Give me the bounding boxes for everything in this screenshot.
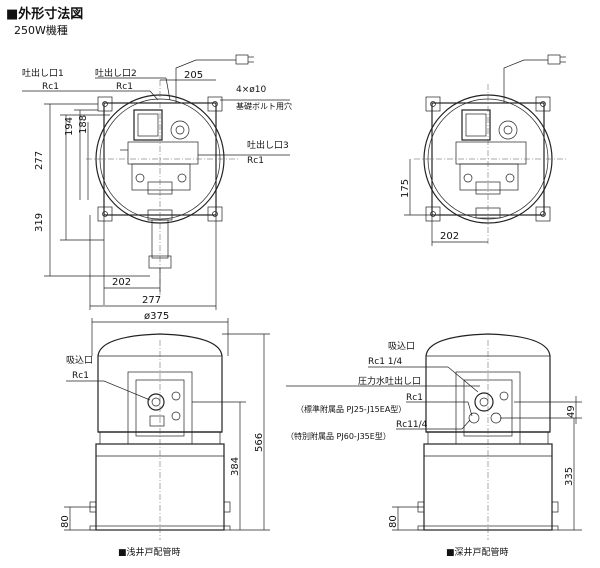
dim-202: 202	[112, 277, 131, 288]
bolt-tab	[97, 206, 113, 222]
dim-335: 335	[564, 467, 575, 486]
dim-277-h: 277	[142, 295, 161, 306]
pressure-outlet-label: 圧力水吐出し口	[358, 375, 421, 387]
dim-175: 175	[400, 179, 411, 198]
pressure-switch	[498, 120, 518, 140]
plug-icon	[547, 54, 561, 65]
dim-384: 384	[230, 457, 241, 476]
outlet3-label: 吐出し口3	[247, 139, 289, 151]
dim-80: 80	[388, 515, 399, 528]
dim-277-v: 277	[34, 151, 45, 170]
outlet3-rc: Rc1	[247, 156, 264, 166]
bolt-tab	[207, 206, 223, 222]
pressure-outlet-port	[474, 392, 494, 412]
dim-319: 319	[34, 213, 45, 232]
dim-80: 80	[60, 515, 71, 528]
dim-566: 566	[254, 433, 265, 452]
model-label: 250W機種	[14, 24, 68, 37]
power-cord	[175, 59, 236, 103]
inlet-rc: Rc1	[72, 371, 89, 381]
motor-block	[461, 109, 491, 141]
outlet2-label: 吐出し口2	[95, 67, 137, 79]
inlet-port	[147, 393, 165, 411]
bottom-left-view: ø375 吸込口 Rc1 566 384 80 ■浅井戸配管時	[60, 311, 270, 558]
section-title: ■外形寸法図	[6, 7, 84, 22]
pump-body	[131, 163, 191, 191]
bolt-dim-label: 4×ø10	[236, 85, 266, 95]
inlet-label: 吸込口	[388, 341, 415, 352]
std-part-label: （標準附属品 PJ25-J15EA型）	[296, 404, 406, 414]
rc114-label: Rc11/4	[396, 420, 428, 430]
top-right-view: 175 202	[400, 54, 568, 246]
bolt-tab	[207, 96, 223, 112]
opt-part-label: （特別附属品 PJ60-J35E型）	[286, 431, 391, 441]
top-left-view: 吐出し口1 Rc1 吐出し口2 Rc1 吐出し口3 Rc1 4×ø10 基礎ボル…	[22, 54, 292, 310]
dim-202: 202	[440, 231, 459, 242]
inlet-label: 吸込口	[66, 355, 93, 366]
power-cord	[503, 59, 548, 103]
outlet1-label: 吐出し口1	[22, 67, 64, 79]
bottom-right-view: 吸込口 Rc1 1/4 圧力水吐出し口 Rc1 （標準附属品 PJ25-J15E…	[286, 333, 582, 558]
pump-cover	[425, 333, 551, 433]
plug-icon	[235, 54, 249, 65]
bolt-hole-label: 基礎ボルト用穴	[236, 101, 292, 111]
bolt-tab	[97, 96, 113, 112]
pump-cover	[97, 333, 223, 433]
outlet2-rc: Rc1	[116, 82, 133, 92]
dim-49: 49	[566, 405, 577, 418]
rc1-label: Rc1	[406, 393, 423, 403]
manifold	[127, 141, 199, 165]
dim-205: 205	[184, 70, 203, 81]
inlet-rc: Rc1 1/4	[368, 357, 403, 367]
dim-375: ø375	[144, 311, 169, 322]
pressure-switch	[170, 120, 190, 140]
dim-194: 194	[64, 117, 75, 136]
motor-block	[133, 109, 163, 141]
caption-shallow: ■浅井戸配管時	[118, 546, 181, 558]
outlet1-rc: Rc1	[42, 82, 59, 92]
dim-188: 188	[78, 115, 89, 134]
caption-deep: ■深井戸配管時	[446, 546, 509, 558]
